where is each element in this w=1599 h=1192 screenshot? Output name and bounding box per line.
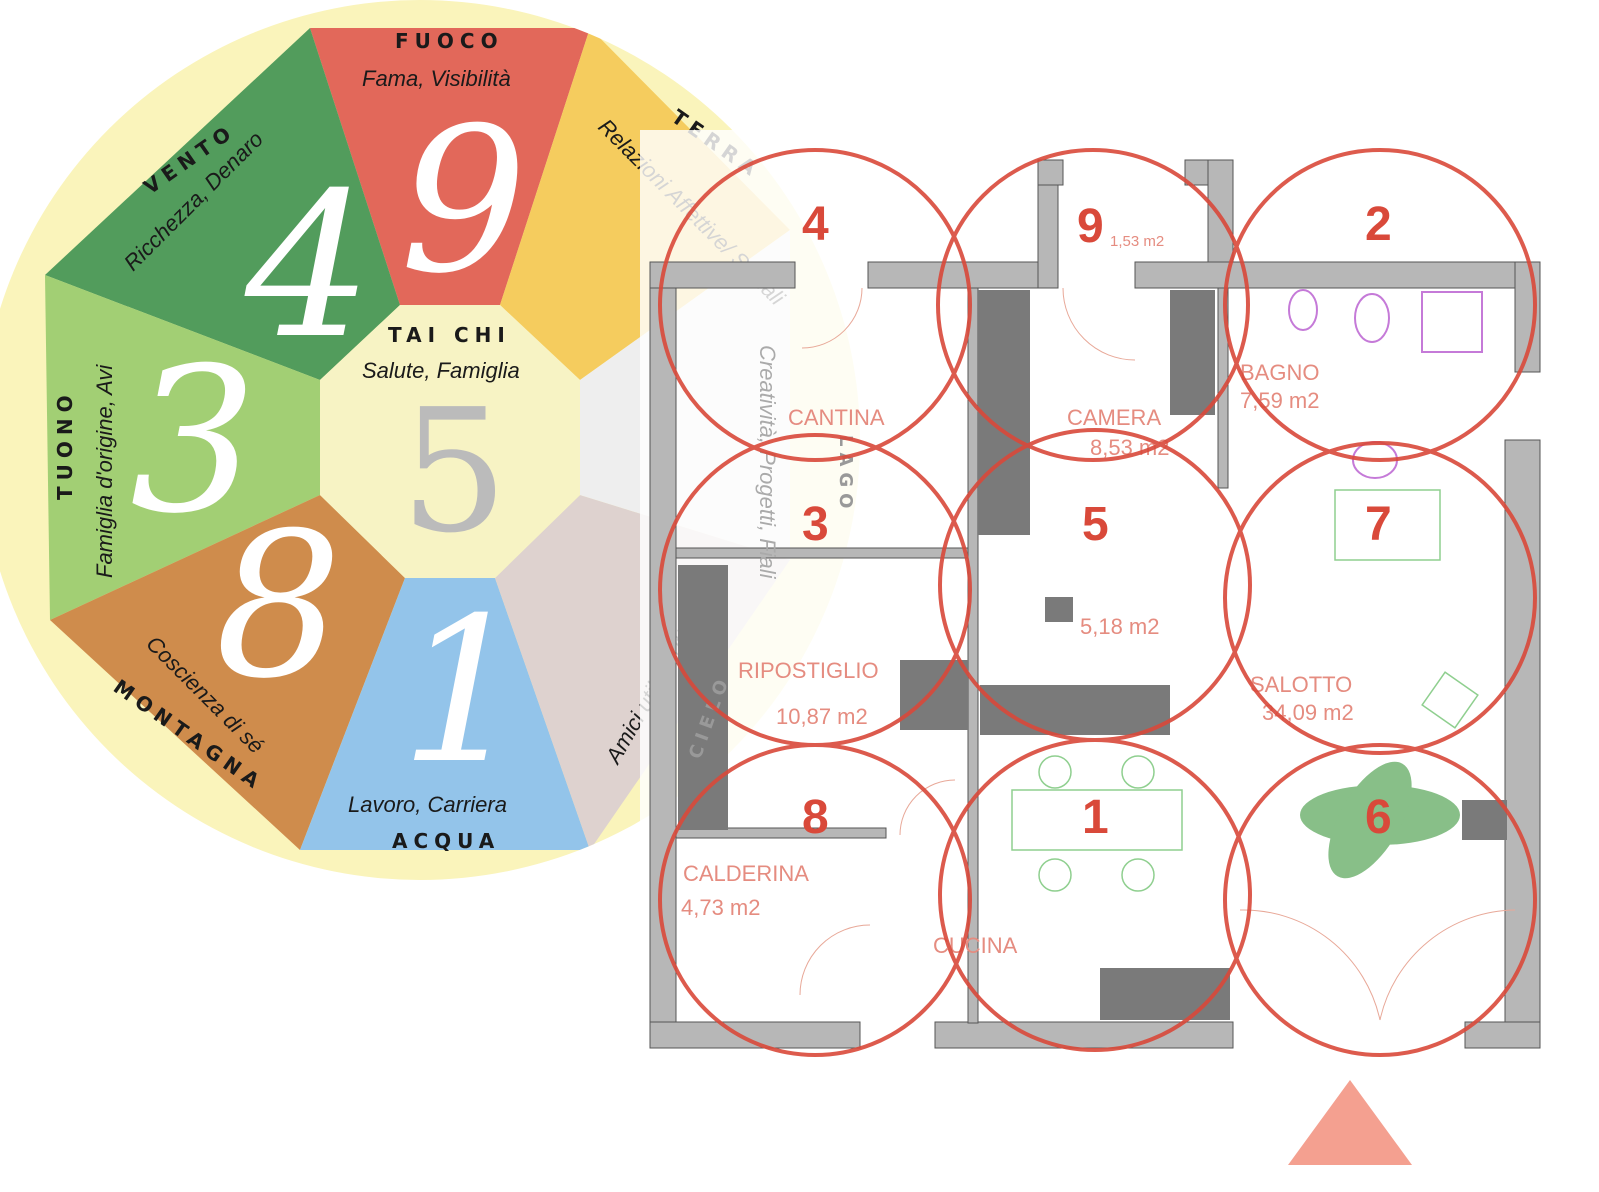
zone-circle bbox=[658, 743, 972, 1057]
sector-wind bbox=[45, 28, 400, 380]
zone-number: 2 bbox=[1365, 198, 1392, 251]
zone-circle bbox=[658, 148, 972, 462]
room-area: 1,53 m2 bbox=[1110, 233, 1164, 250]
meaning-label: Fama, Visibilità bbox=[362, 66, 511, 91]
sector-fire bbox=[310, 28, 590, 305]
sector-taichi bbox=[320, 305, 580, 578]
sector-number: 1 bbox=[400, 575, 527, 808]
element-label: FUOCO bbox=[395, 29, 504, 53]
zone-number: 8 bbox=[802, 791, 829, 844]
zone-circle bbox=[1223, 148, 1537, 462]
zone-number: 1 bbox=[1082, 791, 1109, 844]
zone-number: 6 bbox=[1365, 791, 1392, 844]
zone-circle bbox=[1223, 441, 1537, 755]
sector-mountain bbox=[50, 495, 405, 850]
element-label: TUONO bbox=[53, 389, 77, 500]
zone-number: 7 bbox=[1365, 498, 1392, 551]
plant-icon bbox=[1300, 761, 1460, 879]
meaning-label: Lavoro, Carriera bbox=[348, 792, 507, 817]
entrance-arrow-icon bbox=[1288, 1080, 1412, 1165]
floorplan: CIELO LAGO Creatività, Progetti, Fiali bbox=[640, 130, 1541, 1140]
room-area: 4,73 m2 bbox=[681, 895, 761, 920]
zone-number: 4 bbox=[802, 198, 829, 251]
room-name: BAGNO bbox=[1240, 360, 1319, 385]
zone-circles bbox=[658, 148, 1537, 1057]
zone-number: 5 bbox=[1082, 498, 1109, 551]
meaning-label: Creatività, Progetti, Fiali bbox=[755, 345, 780, 580]
sector-number: 5 bbox=[400, 373, 508, 571]
room-name: RIPOSTIGLIO bbox=[738, 658, 879, 683]
sector-water bbox=[300, 578, 590, 850]
room-name: SALOTTO bbox=[1250, 672, 1352, 697]
meaning-label: Salute, Famiglia bbox=[362, 358, 520, 383]
room-name: CANTINA bbox=[788, 405, 885, 430]
room-name: CAMERA bbox=[1067, 405, 1161, 430]
sector-number: 8 bbox=[215, 490, 342, 723]
sector-thunder bbox=[45, 275, 320, 620]
room-area: 5,18 m2 bbox=[1080, 614, 1160, 639]
zone-number: 9 bbox=[1077, 200, 1104, 253]
zone-number: 3 bbox=[802, 498, 829, 551]
zone-circle bbox=[936, 148, 1250, 462]
meaning-label: Famiglia d'origine, Avi bbox=[92, 364, 117, 578]
element-label: TAI CHI bbox=[388, 323, 511, 347]
sector-number: 4 bbox=[244, 150, 372, 383]
element-label: ACQUA bbox=[392, 829, 500, 853]
zone-circle bbox=[938, 738, 1252, 1052]
room-labels: CANTINA 1,53 m2 CAMERA 8,53 m2 BAGNO 7,5… bbox=[681, 233, 1354, 958]
sector-number: 3 bbox=[130, 325, 257, 558]
sector-number: 9 bbox=[400, 85, 527, 318]
zone-circle bbox=[1223, 743, 1537, 1057]
room-area: 10,87 m2 bbox=[776, 704, 868, 729]
zone-numbers: 4 9 2 3 5 7 8 1 6 bbox=[802, 198, 1392, 844]
room-name: CALDERINA bbox=[683, 861, 809, 886]
element-label: LAGO bbox=[835, 435, 856, 514]
